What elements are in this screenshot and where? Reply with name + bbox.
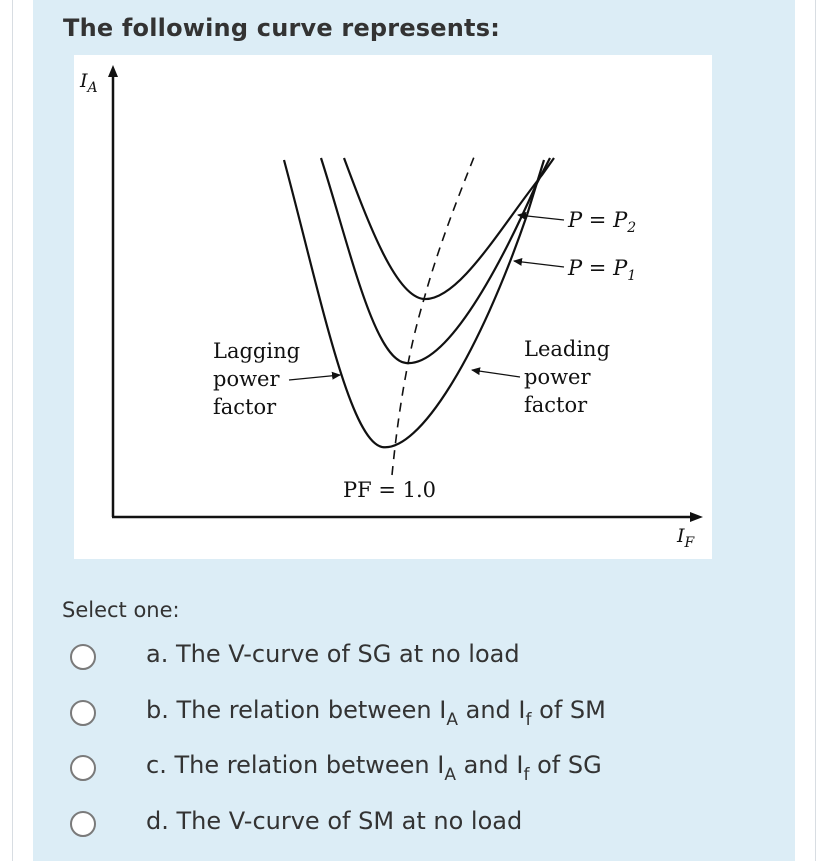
option-c-label: c. The relation between IA and If of SG <box>146 751 602 785</box>
v-curve-figure: IA IF P = P2 P = P1 Lagging power factor… <box>74 55 712 559</box>
v-curve-diagram <box>108 65 703 522</box>
p2-leader <box>517 211 565 221</box>
x-axis-label: IF <box>677 525 695 551</box>
lagging-label: Lagging power factor <box>213 339 301 419</box>
lagging-leader <box>288 371 341 381</box>
option-d[interactable]: d. The V-curve of SM at no load <box>70 807 770 847</box>
curve-label-p1: P = P1 <box>568 256 637 284</box>
leading-label: Leading power factor <box>524 337 611 417</box>
y-axis-label: IA <box>80 70 98 96</box>
p1-leader <box>513 257 565 268</box>
left-border <box>12 0 13 861</box>
option-b[interactable]: b. The relation between IA and If of SM <box>70 696 770 736</box>
v-curve-low <box>282 159 546 449</box>
option-d-radio[interactable] <box>70 811 96 837</box>
y-axis-arrow <box>108 65 118 77</box>
option-a[interactable]: a. The V-curve of SG at no load <box>70 640 770 680</box>
option-b-radio[interactable] <box>70 700 96 726</box>
x-axis-arrow <box>690 512 703 522</box>
select-one-prompt: Select one: <box>62 598 180 622</box>
right-border <box>815 0 816 861</box>
pf-label: PF = 1.0 <box>343 478 437 502</box>
option-b-label: b. The relation between IA and If of SM <box>146 696 606 730</box>
v-curve-p1 <box>319 157 551 365</box>
unity-pf-dashed-line <box>391 151 477 476</box>
leading-leader <box>471 367 521 378</box>
option-a-radio[interactable] <box>70 644 96 670</box>
curve-label-p2: P = P2 <box>568 208 637 236</box>
question-text: The following curve represents: <box>63 14 501 42</box>
option-d-label: d. The V-curve of SM at no load <box>146 807 523 835</box>
option-c-radio[interactable] <box>70 755 96 781</box>
option-c[interactable]: c. The relation between IA and If of SG <box>70 751 770 791</box>
option-a-label: a. The V-curve of SG at no load <box>146 640 520 668</box>
